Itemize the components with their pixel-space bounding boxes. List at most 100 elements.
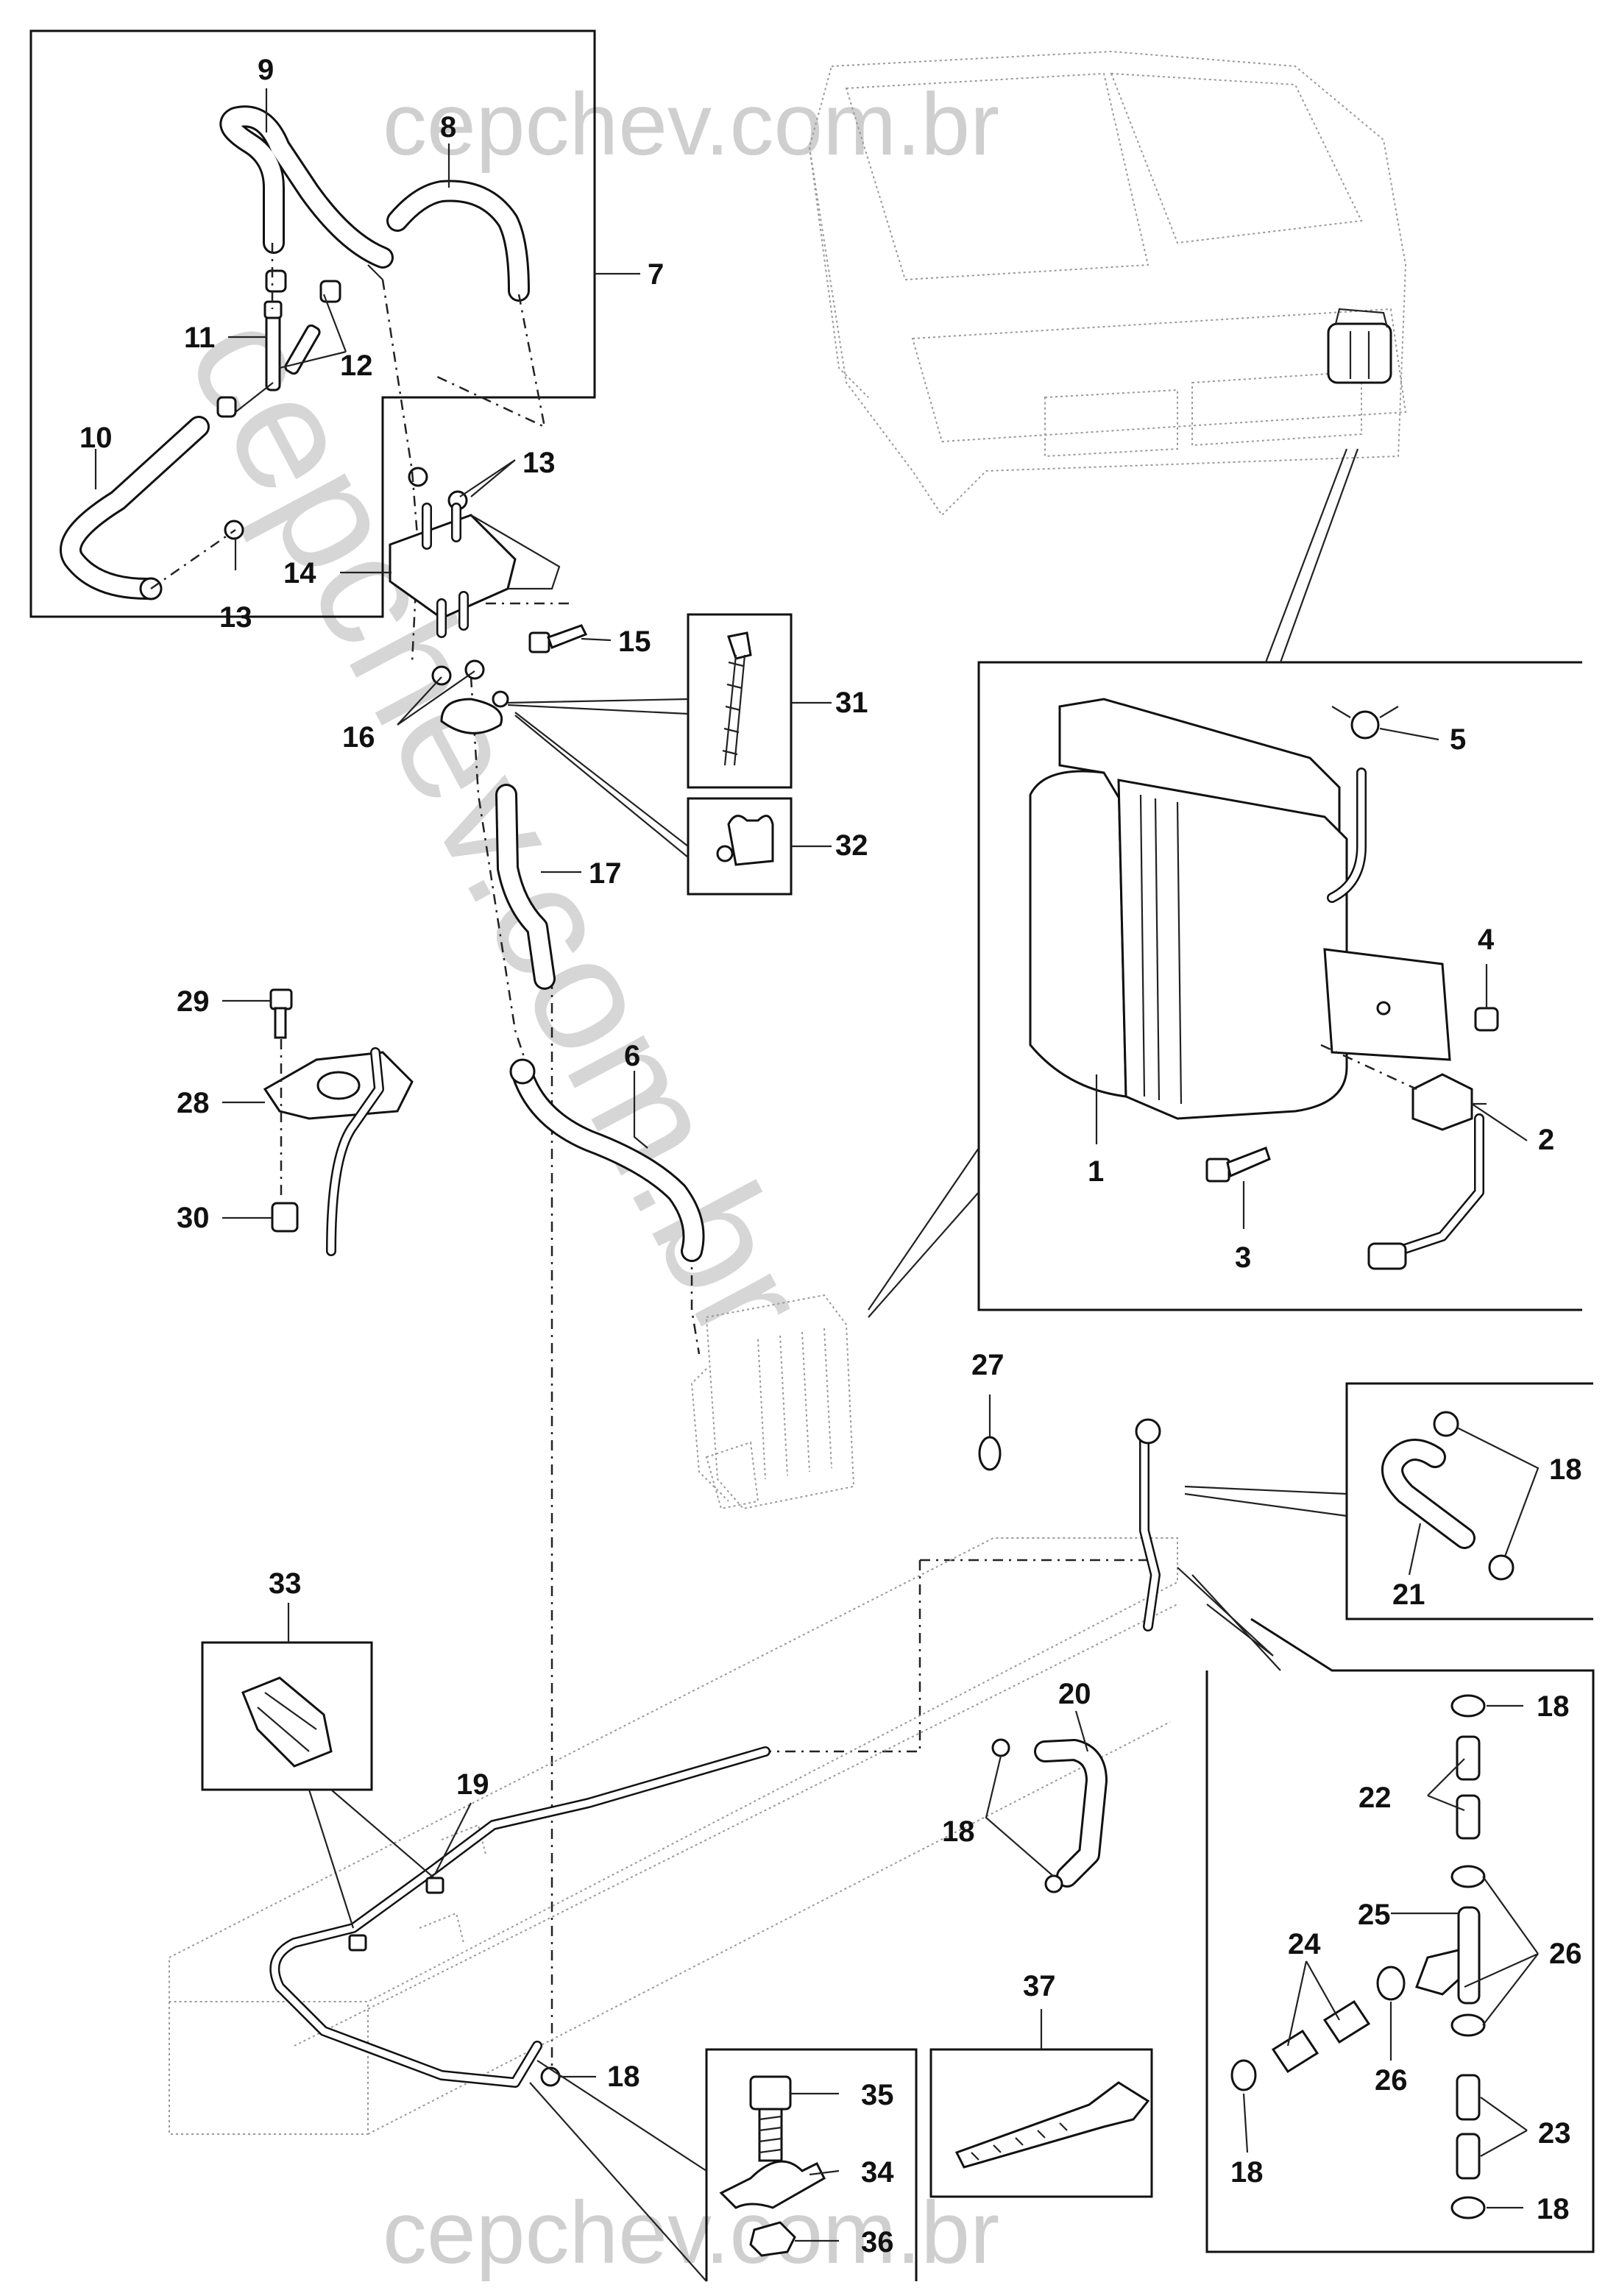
bolt-15 [528, 624, 588, 653]
frame-rail-ghost [169, 1441, 1178, 2135]
callout-18-lower-left: 18 [607, 2061, 640, 2093]
canister-1 [1029, 698, 1451, 1120]
callout-35: 35 [861, 2079, 894, 2111]
callout-6: 6 [624, 1040, 640, 1072]
wing-clamp-5 [1331, 706, 1399, 740]
callout-13-upper: 13 [522, 447, 556, 479]
callout-8: 8 [440, 111, 456, 144]
callout-21: 21 [1392, 1578, 1425, 1611]
hose-20 [985, 1738, 1108, 1893]
bolt-35 [749, 2075, 792, 2162]
canister-ghost [690, 1294, 855, 1510]
hose-22 [1456, 1735, 1481, 1840]
hose-17 [495, 784, 556, 990]
clamp-26-left [1376, 1966, 1406, 2001]
valve-bracket-14 [389, 503, 561, 638]
clamp-18-r3 [1450, 2196, 1486, 2219]
pipe-vertical-to-21 [1135, 1418, 1347, 1657]
callout-10: 10 [79, 422, 113, 454]
watermark-bottom: cepchev.com.br [383, 2183, 999, 2282]
callout-27: 27 [971, 1349, 1005, 1381]
callout-12: 12 [340, 350, 373, 382]
bolt-3 [1205, 1147, 1271, 1183]
callout-22: 22 [1358, 1782, 1392, 1814]
callout-7: 7 [648, 258, 664, 291]
o-ring-27 [978, 1395, 1002, 1471]
clip-34 [719, 2160, 826, 2209]
detail-box-canister [868, 448, 1582, 1318]
detail-box-37 [929, 2009, 1153, 2198]
detail-box-31 [687, 613, 793, 789]
callout-34: 34 [861, 2156, 894, 2189]
truck-cab-outline [808, 50, 1407, 517]
callout-26-right: 26 [1549, 1938, 1582, 1970]
detail-box-tee-kit [1191, 1574, 1595, 2253]
callout-17: 17 [589, 857, 622, 890]
callout-37: 37 [1023, 1970, 1056, 2002]
callout-33: 33 [269, 1567, 302, 1600]
callout-29: 29 [177, 985, 210, 1018]
sensor-2-centerline [1320, 1044, 1417, 1091]
callout-18-hose20: 18 [942, 1815, 975, 1848]
leader-31 [507, 698, 689, 715]
detail-box-32 [687, 797, 793, 896]
bolt-29 [269, 988, 293, 1039]
clamp-26-top [1450, 1865, 1486, 1888]
clamp-18-r2 [1230, 2059, 1257, 2091]
leader-lines [94, 88, 1539, 2242]
callout-20: 20 [1058, 1678, 1091, 1710]
callout-28: 28 [177, 1087, 210, 1119]
callout-5: 5 [1450, 723, 1466, 756]
detail-box-34-36 [529, 2048, 918, 2282]
tee-25 [1415, 1906, 1481, 2005]
detail-box-21 [1345, 1382, 1593, 1620]
clamp-18-r1 [1450, 1694, 1486, 1718]
nut-30 [271, 1202, 299, 1233]
callout-18-box21: 18 [1549, 1453, 1582, 1486]
hose-9 [219, 105, 394, 280]
clamp-18-box21 [1433, 1411, 1540, 1581]
callout-16: 16 [342, 721, 375, 754]
callout-25: 25 [1358, 1899, 1391, 1931]
callout-15: 15 [618, 626, 651, 658]
hose-23 [1456, 2074, 1481, 2180]
detail-box-33 [201, 1603, 435, 1929]
callout-18-r1: 18 [1537, 1690, 1570, 1723]
leader-32 [514, 712, 689, 858]
detail-box-7 [29, 29, 596, 618]
callout-24: 24 [1288, 1928, 1321, 1960]
sensor-2 [1367, 1073, 1487, 1270]
cab-mounted-canister [1327, 308, 1392, 384]
hose-6 [509, 1058, 705, 1262]
callout-31: 31 [835, 687, 868, 719]
clamp-16 [431, 659, 509, 734]
callout-32: 32 [835, 829, 868, 862]
callout-19: 19 [456, 1768, 489, 1801]
assembly-centerlines [150, 243, 1148, 2068]
callout-4: 4 [1478, 924, 1495, 956]
hose-21 [1381, 1439, 1475, 1549]
callout-30: 30 [177, 1202, 210, 1234]
callout-36: 36 [861, 2226, 894, 2258]
nut-36 [749, 2221, 796, 2257]
callout-13-lower: 13 [219, 601, 252, 634]
watermark-top: cepchev.com.br [383, 75, 999, 174]
clamp-18-lower-left [540, 2066, 561, 2087]
callout-14: 14 [283, 557, 316, 589]
callout-1: 1 [1088, 1155, 1104, 1188]
callout-2: 2 [1538, 1124, 1554, 1156]
clamp-26-bottom [1450, 2013, 1486, 2037]
callout-18-r2: 18 [1230, 2156, 1264, 2189]
callout-23: 23 [1538, 2117, 1571, 2150]
callout-26-left: 26 [1375, 2064, 1408, 2097]
clamp-12 [216, 269, 341, 418]
hose-24 [1271, 1999, 1371, 2074]
hose-8 [386, 180, 530, 302]
pipe-19 [269, 1746, 770, 2088]
callout-11: 11 [184, 322, 215, 354]
bracket-28 [263, 1047, 414, 1256]
callout-18-r3: 18 [1537, 2193, 1570, 2225]
callout-9: 9 [258, 54, 274, 86]
nut-4 [1474, 1007, 1499, 1032]
